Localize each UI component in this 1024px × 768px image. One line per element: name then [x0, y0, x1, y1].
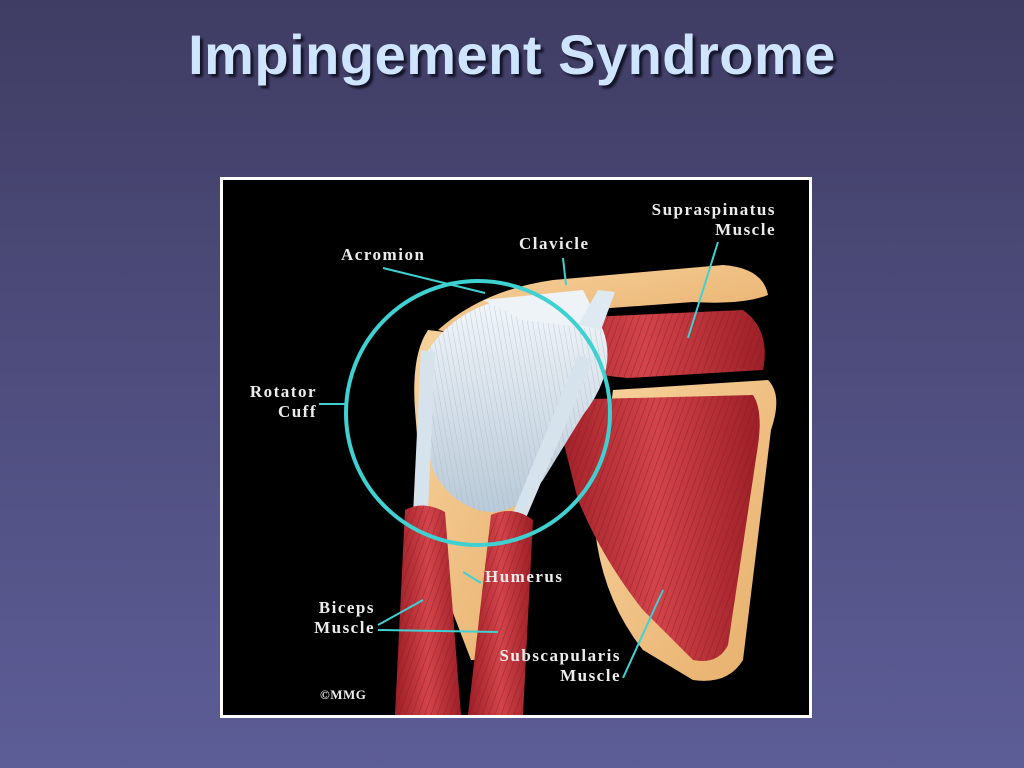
biceps-muscle: [395, 505, 533, 715]
rotator-cuff-circle: [344, 279, 612, 547]
label-subscapularis-line1: Subscapularis: [499, 646, 621, 665]
label-rotator-line2: Cuff: [277, 402, 317, 421]
label-rotator-cuff: Rotator Cuff: [223, 382, 317, 422]
biceps-tendons: [413, 350, 593, 525]
figure-frame: Supraspinatus Muscle Clavicle Acromion R…: [220, 177, 812, 718]
anatomy-drawing: [319, 241, 777, 715]
label-supraspinatus-line1: Supraspinatus: [651, 200, 776, 219]
label-biceps-line1: Biceps: [318, 598, 375, 617]
label-biceps-line2: Muscle: [314, 618, 375, 637]
label-supraspinatus: Supraspinatus Muscle: [618, 200, 776, 240]
label-supraspinatus-line2: Muscle: [715, 220, 776, 239]
label-subscapularis: Subscapularis Muscle: [463, 646, 621, 686]
label-acromion: Acromion: [341, 245, 426, 264]
leader-lines: [319, 241, 719, 679]
label-biceps: Biceps Muscle: [263, 598, 375, 638]
label-clavicle: Clavicle: [519, 234, 590, 253]
label-subscapularis-line2: Muscle: [560, 666, 621, 685]
rotator-cuff-tendons: [424, 290, 615, 512]
label-rotator-line1: Rotator: [249, 382, 317, 401]
slide-title: Impingement Syndrome: [188, 23, 836, 86]
subscapularis-muscle: [553, 395, 760, 661]
label-humerus: Humerus: [485, 567, 564, 586]
shoulder-anatomy-illustration: Supraspinatus Muscle Clavicle Acromion R…: [223, 180, 809, 715]
copyright-label: ©MMG: [320, 687, 367, 702]
